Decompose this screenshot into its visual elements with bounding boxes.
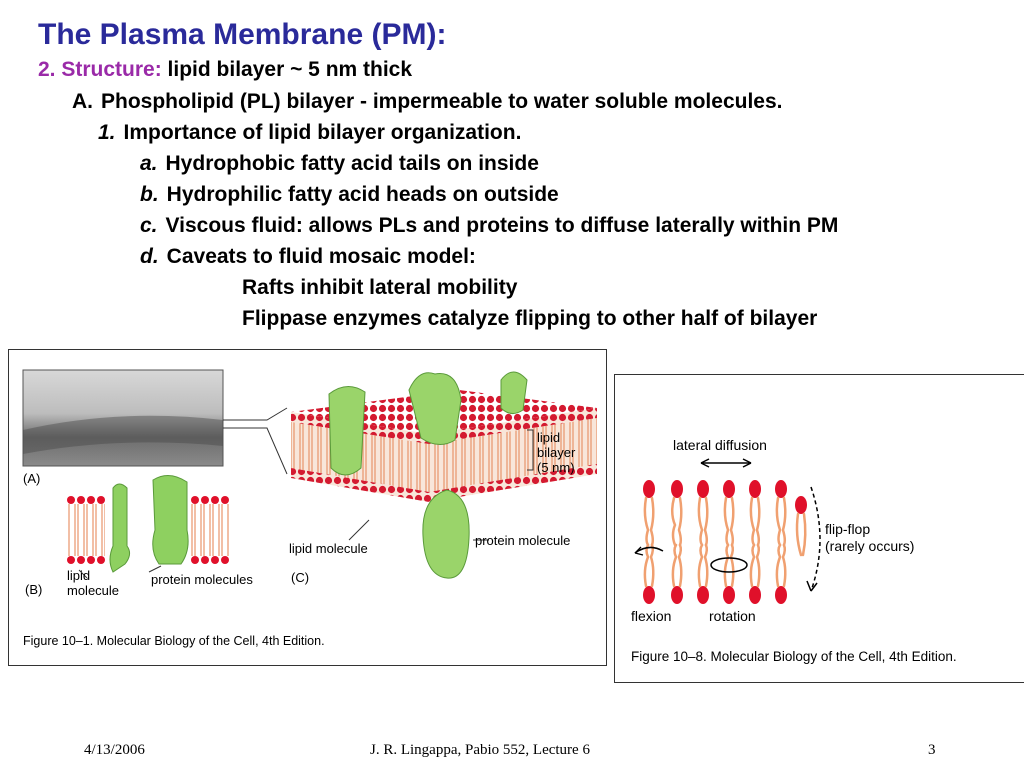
slide-title: The Plasma Membrane (PM): <box>38 18 447 51</box>
membrane-illustration <box>22 369 597 579</box>
list-item-c: c. Viscous fluid: allows PLs and proteins… <box>140 214 838 238</box>
footer-author: J. R. Lingappa, Pabio 552, Lecture 6 <box>370 742 590 758</box>
figure-10-8: lateral diffusion flip-flop (rarely occu… <box>614 374 1024 683</box>
lipid-bilayer-label: lipid bilayer (5 nm) <box>537 430 576 475</box>
sub-item-rafts: Rafts inhibit lateral mobility <box>242 276 518 299</box>
figure-10-1: (A) (B) (C) lipid bilayer (5 nm) lipid m… <box>8 349 607 666</box>
list-item-marker: d. <box>140 245 159 268</box>
lipid-molecule-label-c: lipid molecule <box>289 541 368 556</box>
list-item-text: Caveats to fluid mosaic model: <box>166 245 476 268</box>
flexion-label: flexion <box>631 608 672 624</box>
list-item-text: Viscous fluid: allows PLs and proteins t… <box>165 214 839 237</box>
protein-molecule-label-c: protein molecule <box>475 533 571 548</box>
sub-item-flippase: Flippase enzymes catalyze flipping to ot… <box>242 307 818 330</box>
lipid-molecule-label-b: lipid molecule <box>67 568 120 598</box>
lateral-diffusion-label: lateral diffusion <box>673 437 767 453</box>
point-1: 1. Importance of lipid bilayer organizati… <box>98 121 521 145</box>
bilayer-2d <box>67 475 229 579</box>
point-a-text: Phospholipid (PL) bilayer - impermeable … <box>101 90 783 113</box>
list-item-text: Hydrophobic fatty acid tails on inside <box>165 152 539 175</box>
figure-caption-right: Figure 10–8. Molecular Biology of the Ce… <box>631 649 957 664</box>
protein-molecule-2d <box>109 483 131 573</box>
point-a: A. Phospholipid (PL) bilayer - impermeabl… <box>72 90 782 114</box>
list-item-b: b. Hydrophilic fatty acid heads on outsid… <box>140 183 559 207</box>
page-number: 3 <box>928 742 936 758</box>
protein-molecules-label-b: protein molecules <box>151 572 253 587</box>
list-item-marker: b. <box>140 183 159 206</box>
protein-molecule-3d <box>422 489 470 579</box>
structure-label: 2. Structure: <box>38 58 162 81</box>
rotation-label: rotation <box>709 608 756 624</box>
list-item-d: d. Caveats to fluid mosaic model: <box>140 245 476 269</box>
point-a-marker: A. <box>72 90 93 113</box>
list-item-a: a. Hydrophobic fatty acid tails on inside <box>140 152 539 176</box>
lipid-motion-illustration <box>634 458 821 604</box>
panel-label-a: (A) <box>23 471 41 486</box>
panel-label-c: (C) <box>291 570 310 585</box>
rotation-arrow <box>710 557 748 573</box>
structure-text: lipid bilayer ~ 5 nm thick <box>167 58 413 81</box>
micrograph-image <box>22 369 224 467</box>
flipping-lipid-head <box>795 496 807 514</box>
flip-flop-label: flip-flop (rarely occurs) <box>825 521 915 554</box>
point-1-text: Importance of lipid bilayer organization… <box>123 121 522 144</box>
protein-molecule-3d <box>328 386 366 476</box>
list-item-text: Hydrophilic fatty acid heads on outside <box>166 183 559 206</box>
structure-line: 2. Structure: lipid bilayer ~ 5 nm thick <box>38 58 412 82</box>
panel-label-b: (B) <box>25 582 43 597</box>
figure-caption-left: Figure 10–1. Molecular Biology of the Ce… <box>23 634 325 648</box>
footer-date: 4/13/2006 <box>84 742 145 758</box>
point-1-marker: 1. <box>98 121 116 144</box>
list-item-marker: c. <box>140 214 158 237</box>
list-item-marker: a. <box>140 152 158 175</box>
flip-flop-arrow <box>810 486 821 592</box>
